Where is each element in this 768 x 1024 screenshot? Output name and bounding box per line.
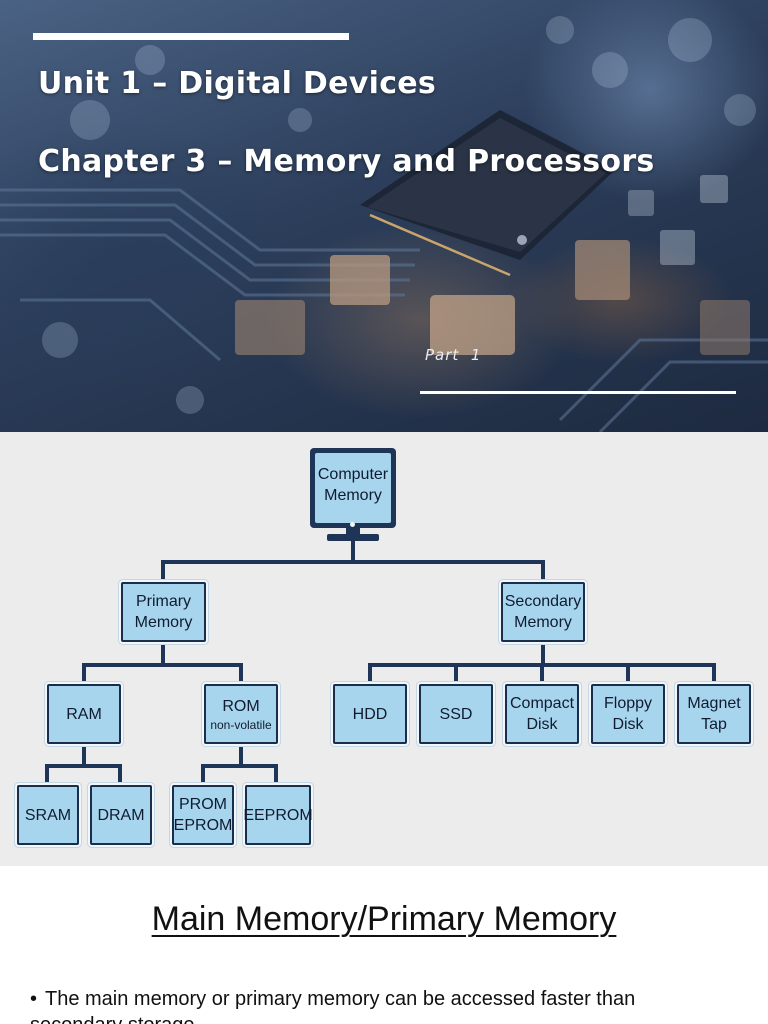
compact-disk-line-1: Compact bbox=[509, 695, 575, 712]
main-memory-title: Main Memory/Primary Memory bbox=[0, 900, 768, 939]
bottom-rule bbox=[420, 391, 736, 394]
unit-heading: Unit 1 – Digital Devices bbox=[38, 66, 437, 101]
ssd-label: SSD bbox=[439, 705, 473, 723]
monitor-base bbox=[327, 534, 379, 541]
ram-node: RAM bbox=[47, 684, 121, 744]
primary-line-2: Memory bbox=[134, 614, 193, 631]
tree-connectors bbox=[45, 539, 716, 787]
dram-node: DRAM bbox=[90, 785, 152, 845]
magnet-tap-line-1: Magnet bbox=[687, 695, 741, 712]
floppy-disk-line-1: Floppy bbox=[603, 695, 653, 712]
prom-line-1: PROM bbox=[179, 796, 227, 813]
eeprom-node: EEPROM bbox=[243, 785, 313, 845]
compact-disk-line-2: Disk bbox=[526, 716, 558, 733]
monitor-neck bbox=[346, 528, 360, 534]
monitor-power-dot bbox=[350, 522, 355, 527]
eeprom-label: EEPROM bbox=[243, 806, 313, 824]
top-rule bbox=[33, 33, 349, 40]
dram-label: DRAM bbox=[97, 806, 145, 824]
main-memory-slide: Main Memory/Primary Memory •The main mem… bbox=[0, 866, 768, 1024]
sram-label: SRAM bbox=[24, 806, 72, 824]
computer-memory-monitor: Computer Memory bbox=[310, 448, 396, 528]
floppy-disk-line-2: Disk bbox=[612, 716, 644, 733]
secondary-line-2: Memory bbox=[514, 614, 572, 631]
magnet-tap-line-2: Tap bbox=[701, 716, 727, 733]
primary-line-1: Primary bbox=[135, 593, 192, 610]
root-line-2: Memory bbox=[324, 487, 382, 504]
prom-line-2: EPROM bbox=[173, 817, 233, 834]
prom-eprom-node: PROM EPROM bbox=[172, 785, 234, 845]
computer-memory-node: Computer Memory bbox=[315, 453, 391, 523]
bullet-text: The main memory or primary memory can be… bbox=[30, 988, 636, 1024]
main-memory-title-text: Main Memory/Primary Memory bbox=[151, 900, 617, 938]
hdd-label: HDD bbox=[352, 705, 388, 723]
secondary-memory-node: Secondary Memory bbox=[501, 582, 585, 642]
ram-label: RAM bbox=[66, 705, 102, 723]
rom-label: ROM bbox=[222, 697, 260, 715]
secondary-line-1: Secondary bbox=[504, 593, 582, 610]
ssd-node: SSD bbox=[419, 684, 493, 744]
title-slide: Unit 1 – Digital Devices Chapter 3 – Mem… bbox=[0, 0, 768, 432]
part-label: Part 1 bbox=[425, 346, 482, 364]
memory-tree-slide: Computer Memory Primary Memory Secondary… bbox=[0, 432, 768, 866]
magnet-tap-node: Magnet Tap bbox=[677, 684, 751, 744]
chapter-heading: Chapter 3 – Memory and Processors bbox=[38, 144, 655, 179]
circuit-board-image bbox=[0, 16, 768, 432]
root-line-1: Computer bbox=[317, 466, 389, 483]
primary-memory-node: Primary Memory bbox=[121, 582, 206, 642]
bullet-marker: • bbox=[30, 988, 38, 1010]
floppy-disk-node: Floppy Disk bbox=[591, 684, 665, 744]
sram-node: SRAM bbox=[17, 785, 79, 845]
rom-sub-label: non-volatile bbox=[210, 717, 272, 732]
hdd-node: HDD bbox=[333, 684, 407, 744]
rom-node: ROM non-volatile bbox=[204, 684, 278, 744]
compact-disk-node: Compact Disk bbox=[505, 684, 579, 744]
main-memory-bullet: •The main memory or primary memory can b… bbox=[30, 986, 730, 1024]
